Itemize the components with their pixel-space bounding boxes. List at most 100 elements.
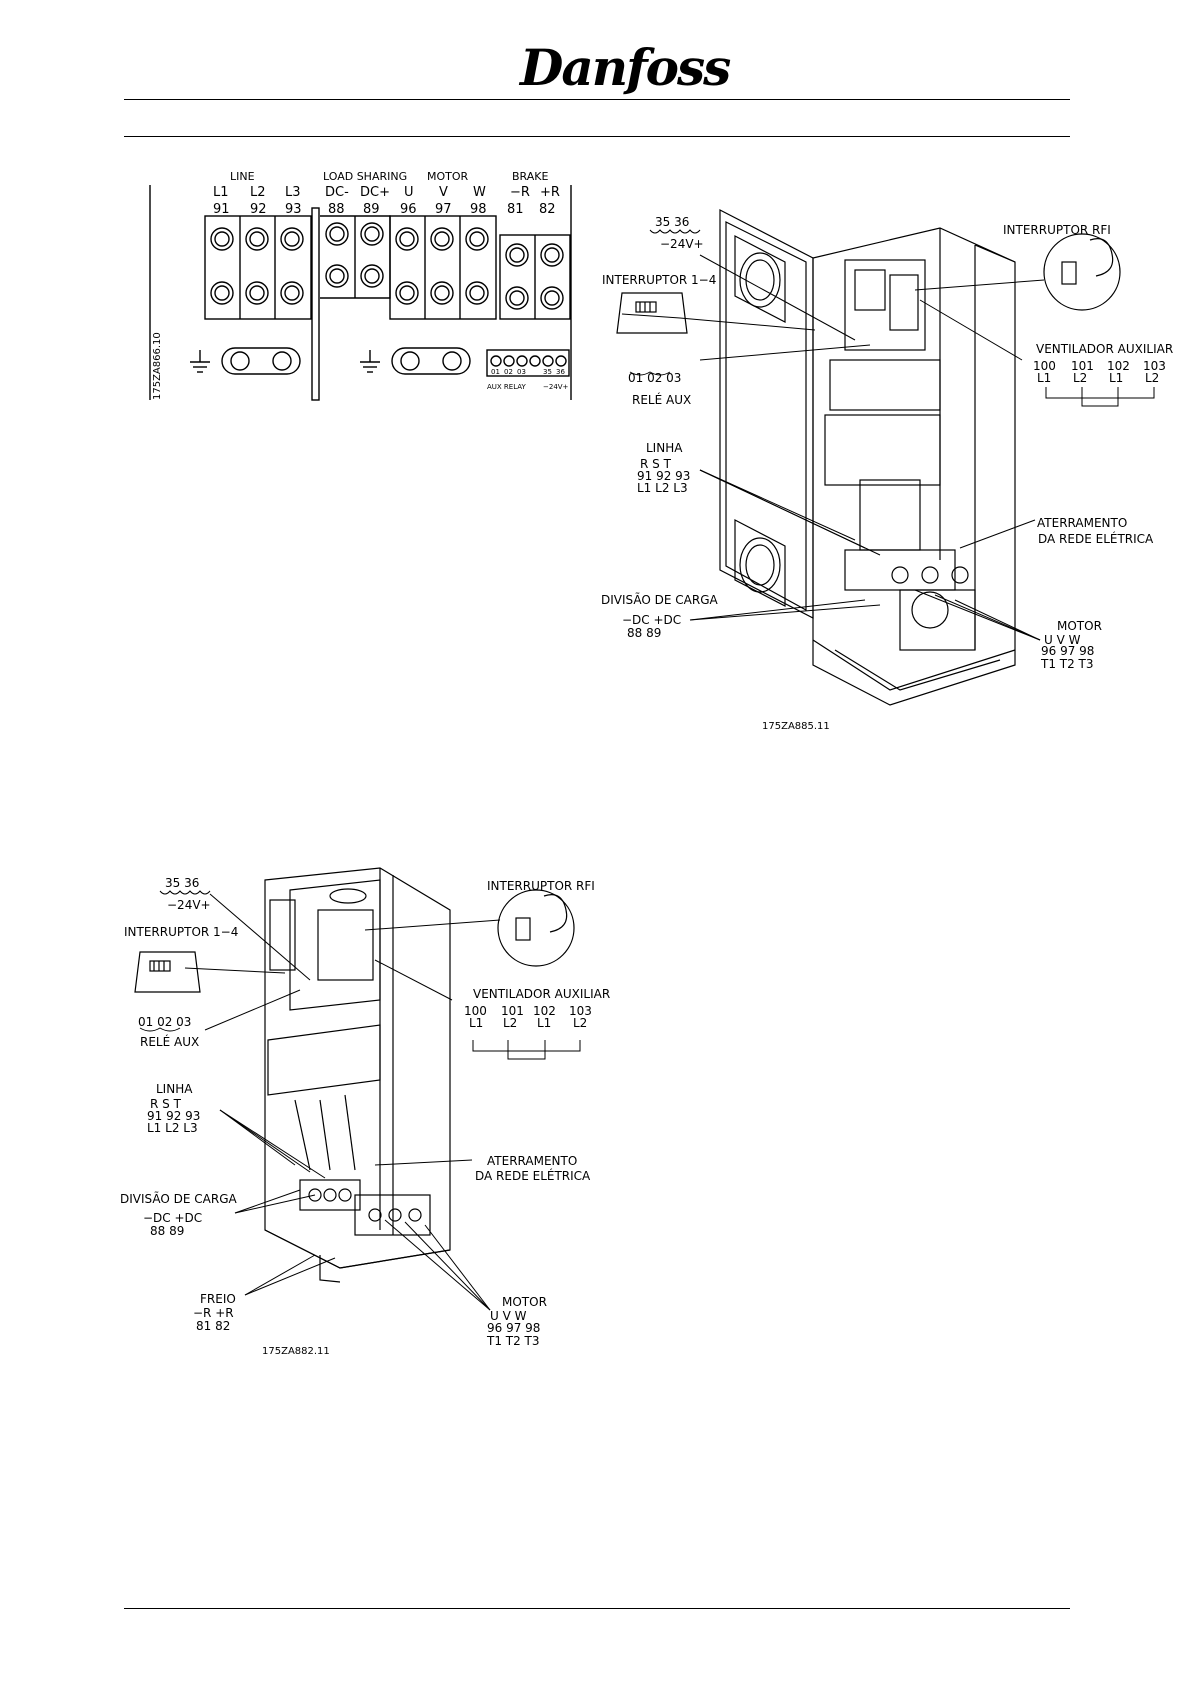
motor-uvw: U V W — [490, 1309, 527, 1323]
motor-t: T1 T2 T3 — [486, 1334, 540, 1348]
relay-label: RELÉ AUX — [140, 1034, 199, 1049]
switch14-label: INTERRUPTOR 1−4 — [124, 925, 238, 939]
aux-num-03: 03 — [517, 368, 526, 376]
motor-nums: 96 97 98 — [1041, 644, 1094, 658]
term-num-82: 82 — [539, 202, 556, 217]
brand-logo: Danfoss — [520, 38, 731, 97]
earth-icon — [360, 347, 471, 375]
term-num-88: 88 — [328, 202, 345, 217]
relay-nums: 01 02 03 — [628, 371, 681, 385]
line-l: L1 L2 L3 — [147, 1121, 198, 1135]
load-nums: 88 89 — [627, 626, 661, 640]
earth-2: DA REDE ELÉTRICA — [475, 1168, 591, 1183]
term-num-93: 93 — [285, 202, 302, 217]
term-label-rp: +R — [540, 185, 560, 200]
line-nums: 91 92 93 — [637, 469, 690, 483]
terminal-bolts — [210, 222, 564, 310]
earth-2: DA REDE ELÉTRICA — [1038, 531, 1154, 546]
line-title: LINHA — [156, 1082, 193, 1096]
earth-1: ATERRAMENTO — [1037, 516, 1127, 530]
term-label-dcm: DC- — [325, 185, 349, 200]
fan-num-101: 101 — [1071, 359, 1094, 373]
v24-label: −24V+ — [167, 898, 211, 912]
line-rst: R S T — [150, 1097, 182, 1111]
fig2-code: 175ZA885.11 — [762, 721, 830, 732]
aux-num-36: 36 — [556, 368, 565, 376]
line-nums: 91 92 93 — [147, 1109, 200, 1123]
motor-title: MOTOR — [502, 1295, 547, 1309]
term-label-u: U — [404, 185, 414, 200]
motor-uvw: U V W — [1044, 633, 1081, 647]
fan-num-102: 102 — [1107, 359, 1130, 373]
aux-24v-label: −24V+ — [543, 383, 569, 391]
fan-num-102: 102 — [533, 1004, 556, 1018]
labels-large: 35 36 −24V+ INTERRUPTOR 1−4 INTERRUPTOR … — [601, 215, 1173, 732]
term-label-l3: L3 — [285, 185, 301, 200]
fan-line-2: L2 — [1073, 371, 1087, 385]
term-label-l2: L2 — [250, 185, 266, 200]
brake-nums: 81 82 — [196, 1319, 230, 1333]
fig3-code: 175ZA882.11 — [262, 1346, 330, 1357]
earth-1: ATERRAMENTO — [487, 1154, 577, 1168]
rfi-label: INTERRUPTOR RFI — [1003, 223, 1111, 237]
switch-1-4-detail — [616, 292, 688, 334]
terminal-diagram: 175ZA866.10 LINE LOAD SHARING MOTOR BRAK… — [149, 170, 572, 401]
group-brake: BRAKE — [512, 170, 548, 183]
line-l: L1 L2 L3 — [637, 481, 688, 495]
term-num-98: 98 — [470, 202, 487, 217]
term-num-89: 89 — [363, 202, 380, 217]
term-num-92: 92 — [250, 202, 267, 217]
aux-num-35: 35 — [543, 368, 552, 376]
load-dc: −DC +DC — [143, 1211, 202, 1225]
header-rule-bottom — [124, 136, 1070, 137]
brake-r: −R +R — [193, 1306, 234, 1320]
load-title: DIVISÃO DE CARGA — [120, 1191, 237, 1206]
fan-num-103: 103 — [569, 1004, 592, 1018]
line-rst: R S T — [640, 457, 672, 471]
term-label-w: W — [473, 185, 486, 200]
rfi-switch-detail — [1043, 233, 1121, 311]
switch14-label: INTERRUPTOR 1−4 — [602, 273, 716, 287]
rfi-switch-detail — [497, 889, 575, 967]
v24-nums: 35 36 — [655, 215, 689, 229]
fan-num-101: 101 — [501, 1004, 524, 1018]
cabinet-drawing-large — [719, 209, 1016, 706]
load-nums: 88 89 — [150, 1224, 184, 1238]
relay-nums: 01 02 03 — [138, 1015, 191, 1029]
fan-wiring-large — [1045, 387, 1155, 407]
term-num-91: 91 — [213, 202, 230, 217]
callout-lines-large — [621, 229, 1045, 641]
group-line: LINE — [230, 170, 255, 183]
fan-num-100: 100 — [1033, 359, 1056, 373]
fan-line-3: L1 — [537, 1016, 551, 1030]
fan-line-4: L2 — [1145, 371, 1159, 385]
line-title: LINHA — [646, 441, 683, 455]
fan-icon — [734, 235, 786, 323]
aux-relay-label: AUX RELAY — [487, 383, 527, 391]
aux-num-01: 01 — [491, 368, 500, 376]
labels-small: 35 36 −24V+ INTERRUPTOR 1−4 INTERRUPTOR … — [120, 876, 610, 1357]
footer-rule — [124, 1608, 1070, 1609]
fan-num-103: 103 — [1143, 359, 1166, 373]
term-label-v: V — [439, 185, 448, 200]
header-rule-top — [124, 99, 1070, 100]
callout-lines-small — [139, 890, 501, 1311]
earth-icon — [190, 347, 301, 375]
motor-title: MOTOR — [1057, 619, 1102, 633]
load-dc: −DC +DC — [622, 613, 681, 627]
fig1-code: 175ZA866.10 — [152, 332, 163, 400]
fan-line-1: L1 — [1037, 371, 1051, 385]
motor-nums: 96 97 98 — [487, 1321, 540, 1335]
term-num-97: 97 — [435, 202, 452, 217]
fan-wiring-small — [472, 1040, 581, 1060]
cabinet-drawing-small — [264, 867, 451, 1283]
fan-num-100: 100 — [464, 1004, 487, 1018]
fan-line-2: L2 — [503, 1016, 517, 1030]
term-label-rm: −R — [510, 185, 530, 200]
motor-t: T1 T2 T3 — [1040, 657, 1094, 671]
term-label-dcp: DC+ — [360, 185, 390, 200]
term-label-l1: L1 — [213, 185, 229, 200]
term-num-96: 96 — [400, 202, 417, 217]
fan-line-4: L2 — [573, 1016, 587, 1030]
